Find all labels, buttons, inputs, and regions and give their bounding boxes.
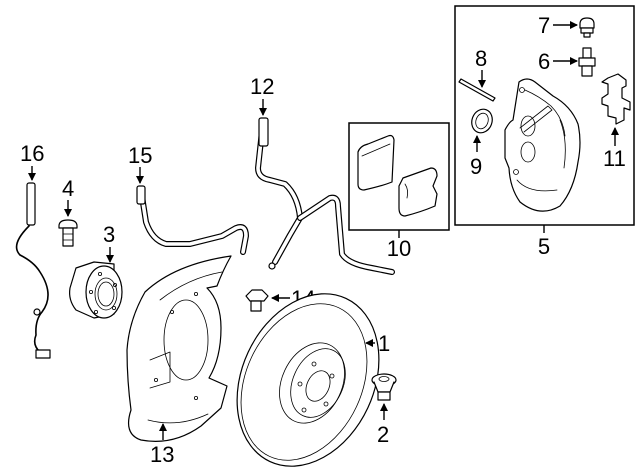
callout-6-label[interactable]: 6 [538,49,550,74]
splash-shield-part[interactable] [126,255,232,442]
rotor-bolt-part[interactable] [371,373,397,401]
bleeder-screw-part[interactable] [578,47,596,77]
bleeder-cap-part[interactable] [579,17,595,38]
callout-10-label[interactable]: 10 [387,236,411,261]
shield-bolt-part[interactable] [245,289,269,312]
callout-15-label[interactable]: 15 [128,143,152,168]
pad-wear-sensor-part[interactable] [255,117,395,275]
callout-16-label[interactable]: 16 [20,141,44,166]
callout-11-label[interactable]: 11 [603,146,626,171]
hub-bolt-part[interactable] [58,219,78,247]
callout-3-label[interactable]: 3 [103,222,115,247]
callout-4-label[interactable]: 4 [62,176,74,201]
hub-bearing-part[interactable] [69,261,123,319]
callout-13-label[interactable]: 13 [150,442,174,467]
piston-seal-part[interactable] [468,106,495,135]
brake-pads-group: 10 [348,122,450,261]
callout-5-label[interactable]: 5 [538,234,550,259]
callout-2-label[interactable]: 2 [377,422,389,447]
callout-8-label[interactable]: 8 [475,46,487,71]
caliper-group: 5 7 6 8 9 [454,5,635,259]
guide-pin-part[interactable] [458,78,496,102]
brake-rotor-part[interactable] [210,271,406,471]
inner-pad-part[interactable] [357,134,395,191]
outer-pad-part[interactable] [398,167,438,217]
abs-sensor-part[interactable] [15,182,51,359]
callout-9-label[interactable]: 9 [470,154,482,179]
callout-1-label[interactable]: 1 [378,331,390,356]
caliper-body-part[interactable] [504,78,581,212]
callout-7-label[interactable]: 7 [538,13,550,38]
callout-12-label[interactable]: 12 [250,74,274,99]
pad-spring-clip-part[interactable] [601,73,631,125]
brake-hose-part[interactable] [136,185,249,255]
